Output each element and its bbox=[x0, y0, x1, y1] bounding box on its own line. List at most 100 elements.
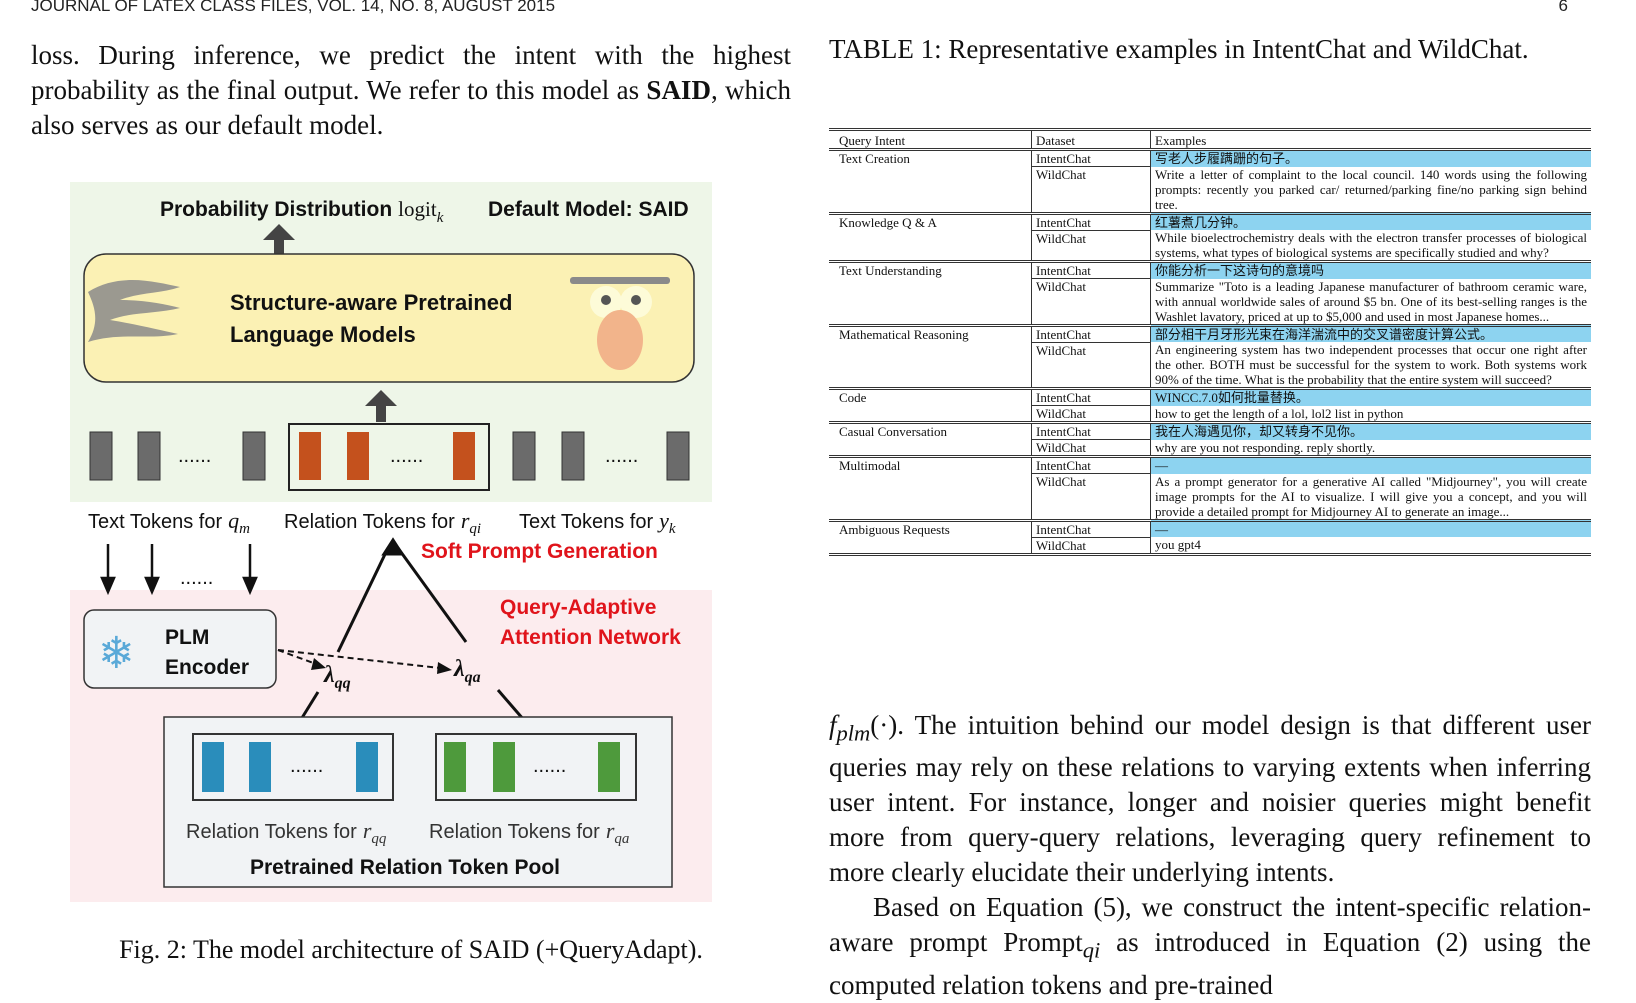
gray-token bbox=[512, 431, 536, 481]
right-column-top: TABLE 1: Representative examples in Inte… bbox=[829, 32, 1591, 67]
intent-examples-table: Query Intent Dataset Examples Text Creat… bbox=[829, 128, 1591, 556]
lambda-qa: λqa bbox=[453, 656, 481, 686]
dataset-cell: IntentChat bbox=[1031, 388, 1151, 406]
plm-box bbox=[83, 253, 695, 383]
para-text: Based on Equation (5), we construct the … bbox=[829, 892, 1591, 958]
dataset-cell: WildChat bbox=[1031, 166, 1151, 213]
qa-net-label-line1: Query-Adaptive bbox=[500, 596, 656, 619]
intent-cell: Casual Conversation bbox=[839, 424, 947, 439]
soft-prompt-label: Soft Prompt Generation bbox=[421, 540, 658, 563]
default-model-label: Default Model: SAID bbox=[488, 198, 689, 221]
example-cell: Write a letter of complaint to the local… bbox=[1150, 166, 1591, 213]
dataset-cell: WildChat bbox=[1031, 439, 1151, 457]
intent-cell: Mathematical Reasoning bbox=[839, 326, 969, 342]
col-header: Dataset bbox=[1031, 129, 1151, 150]
body-paragraph-2: Based on Equation (5), we construct the … bbox=[829, 890, 1591, 1002]
encoder-label-line2: Encoder bbox=[165, 656, 249, 679]
dataset-cell: IntentChat bbox=[1031, 422, 1151, 440]
example-cell: As a prompt generator for a generative A… bbox=[1150, 473, 1591, 520]
gray-token bbox=[666, 431, 690, 481]
dots: ...... bbox=[605, 445, 638, 467]
dataset-cell: IntentChat bbox=[1031, 520, 1151, 538]
token-row: ...... ...... ...... bbox=[89, 423, 690, 491]
table-row: Ambiguous Requests IntentChat— bbox=[829, 520, 1591, 538]
dots: ...... bbox=[178, 445, 211, 467]
dashed-arrows bbox=[277, 649, 441, 669]
para-text: . The intuition behind our model design … bbox=[829, 710, 1591, 888]
left-column: loss. During inference, we predict the i… bbox=[31, 38, 791, 143]
gray-token bbox=[561, 431, 585, 481]
right-column-body: fplm(·). The intuition behind our model … bbox=[829, 708, 1591, 1003]
dots: ...... bbox=[390, 445, 423, 467]
arrow-head bbox=[311, 658, 326, 670]
page-number: 6 bbox=[1558, 0, 1568, 15]
orange-token bbox=[299, 432, 321, 480]
dataset-cell: WildChat bbox=[1031, 473, 1151, 520]
intent-cell: Text Understanding bbox=[839, 263, 942, 278]
intent-cell: Code bbox=[839, 390, 867, 405]
plm-label-line1: Structure-aware Pretrained bbox=[230, 290, 512, 315]
col-header: Examples bbox=[1150, 129, 1591, 150]
gray-token bbox=[242, 431, 266, 481]
plm-encoder-box bbox=[83, 609, 277, 689]
arrow-up-mid bbox=[365, 390, 397, 422]
para-text: loss. During inference, we predict the i… bbox=[31, 40, 791, 105]
gray-token bbox=[137, 431, 161, 481]
dataset-cell: WildChat bbox=[1031, 342, 1151, 389]
rqq-token-frame bbox=[192, 733, 394, 801]
dots: ...... bbox=[290, 755, 323, 777]
dataset-cell: WildChat bbox=[1031, 405, 1151, 423]
relation-token-pool bbox=[163, 716, 673, 888]
example-cell: 你能分析一下这诗句的意境吗 bbox=[1150, 261, 1591, 279]
blue-token bbox=[356, 742, 378, 792]
qa-net-label-line2: Attention Network bbox=[500, 626, 681, 649]
dataset-cell: IntentChat bbox=[1031, 149, 1151, 167]
blue-token bbox=[249, 742, 271, 792]
example-cell: 红薯煮几分钟。 bbox=[1150, 213, 1591, 230]
example-cell: why are you not responding. reply shortl… bbox=[1150, 439, 1591, 457]
dataset-cell: WildChat bbox=[1031, 537, 1151, 554]
intro-paragraph: loss. During inference, we predict the i… bbox=[31, 38, 791, 143]
green-token bbox=[493, 742, 515, 792]
example-cell: 部分相干月牙形光束在海洋湍流中的交叉谱密度计算公式。 bbox=[1150, 325, 1591, 342]
input-arrows bbox=[100, 544, 258, 596]
col-header: Query Intent bbox=[839, 133, 906, 148]
dataset-cell: IntentChat bbox=[1031, 213, 1151, 231]
example-cell: — bbox=[1150, 520, 1591, 537]
snowflake-icon: ❄ bbox=[98, 629, 135, 678]
example-cell: 写老人步履蹒跚的句子。 bbox=[1150, 149, 1591, 167]
arrow-up-top bbox=[263, 224, 295, 254]
rqa-token-frame bbox=[435, 733, 637, 801]
example-cell: WINCC.7.0如何批量替换。 bbox=[1150, 388, 1591, 406]
dataset-cell: IntentChat bbox=[1031, 456, 1151, 474]
intent-cell: Knowledge Q & A bbox=[839, 214, 937, 230]
figure-caption: Fig. 2: The model architecture of SAID (… bbox=[119, 935, 703, 964]
intent-cell: Ambiguous Requests bbox=[839, 521, 950, 537]
body-paragraph-1: fplm(·). The intuition behind our model … bbox=[829, 708, 1591, 890]
